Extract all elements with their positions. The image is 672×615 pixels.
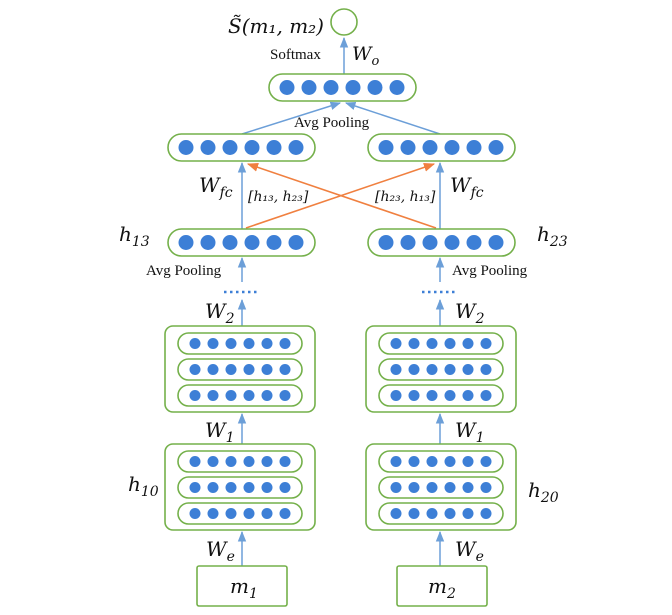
h23-label: h23 [537,222,568,250]
output-vector-node [301,80,317,95]
fc-right-node [422,140,438,155]
fc-right-vector [367,133,516,162]
h13-vector [167,228,316,257]
fc-right-node [378,140,394,155]
output-vector-node [323,80,339,95]
layer1-right-box [365,325,517,413]
w1-right-label: W1 [455,418,484,446]
w1-left-label: W1 [205,418,234,446]
concat-right-label: [h₂₃, h₁₃] [375,189,436,205]
w-o-label: Wo [352,43,380,69]
fc-left-node [200,140,216,155]
arrow-h13-to-fc-right [245,163,436,229]
h23-node [422,235,438,250]
h23-node [400,235,416,250]
output-vector-node [345,80,361,95]
layer0-right-box [365,443,517,531]
fc-left-node [266,140,282,155]
h13-node [288,235,304,250]
fc-right-node [466,140,482,155]
output-label: S̃(m₁, m₂) [228,14,324,38]
fc-right-node [488,140,504,155]
h13-node [178,235,194,250]
concat-left-label: [h₁₃, h₂₃] [248,189,309,205]
avg-pooling-left-label: Avg Pooling [146,263,222,279]
input-m1-box [196,565,288,607]
output-vector-node [367,80,383,95]
output-vector-node [389,80,405,95]
fc-left-node [244,140,260,155]
arrow-fc-left-to-output [241,101,342,135]
w-fc-left-label: Wfc [199,173,233,201]
h10-label: h10 [128,472,159,500]
h23-node [444,235,460,250]
fc-right-node [400,140,416,155]
layer1-left-box [164,325,316,413]
h23-node [378,235,394,250]
fc-left-node [178,140,194,155]
we-left-label: We [206,537,235,565]
w-fc-right-label: Wfc [450,173,484,201]
fc-left-vector [167,133,316,162]
fc-left-node [222,140,238,155]
h13-label: h13 [119,222,150,250]
h13-node [222,235,238,250]
w2-right-label: W2 [455,299,485,327]
w2-left-label: W2 [205,299,235,327]
we-right-label: We [455,537,484,565]
input-m2-box [396,565,488,607]
h23-vector [367,228,516,257]
output-node [330,8,358,36]
input-m2-label: m2 [428,574,456,602]
input-m1-label: m1 [230,574,258,602]
softmax-label: Softmax [270,47,321,63]
arrow-fc-right-to-output [345,101,441,135]
fc-left-node [288,140,304,155]
h23-node [466,235,482,250]
h23-node [488,235,504,250]
layer0-left-box [164,443,316,531]
h13-node [266,235,282,250]
avg-pooling-right-label: Avg Pooling [452,263,528,279]
output-vector-node [279,80,295,95]
fc-right-node [444,140,460,155]
avg-pooling-top-label: Avg Pooling [294,115,370,131]
h20-label: h20 [528,478,559,506]
h13-node [200,235,216,250]
h13-node [244,235,260,250]
output-vector [268,73,417,102]
